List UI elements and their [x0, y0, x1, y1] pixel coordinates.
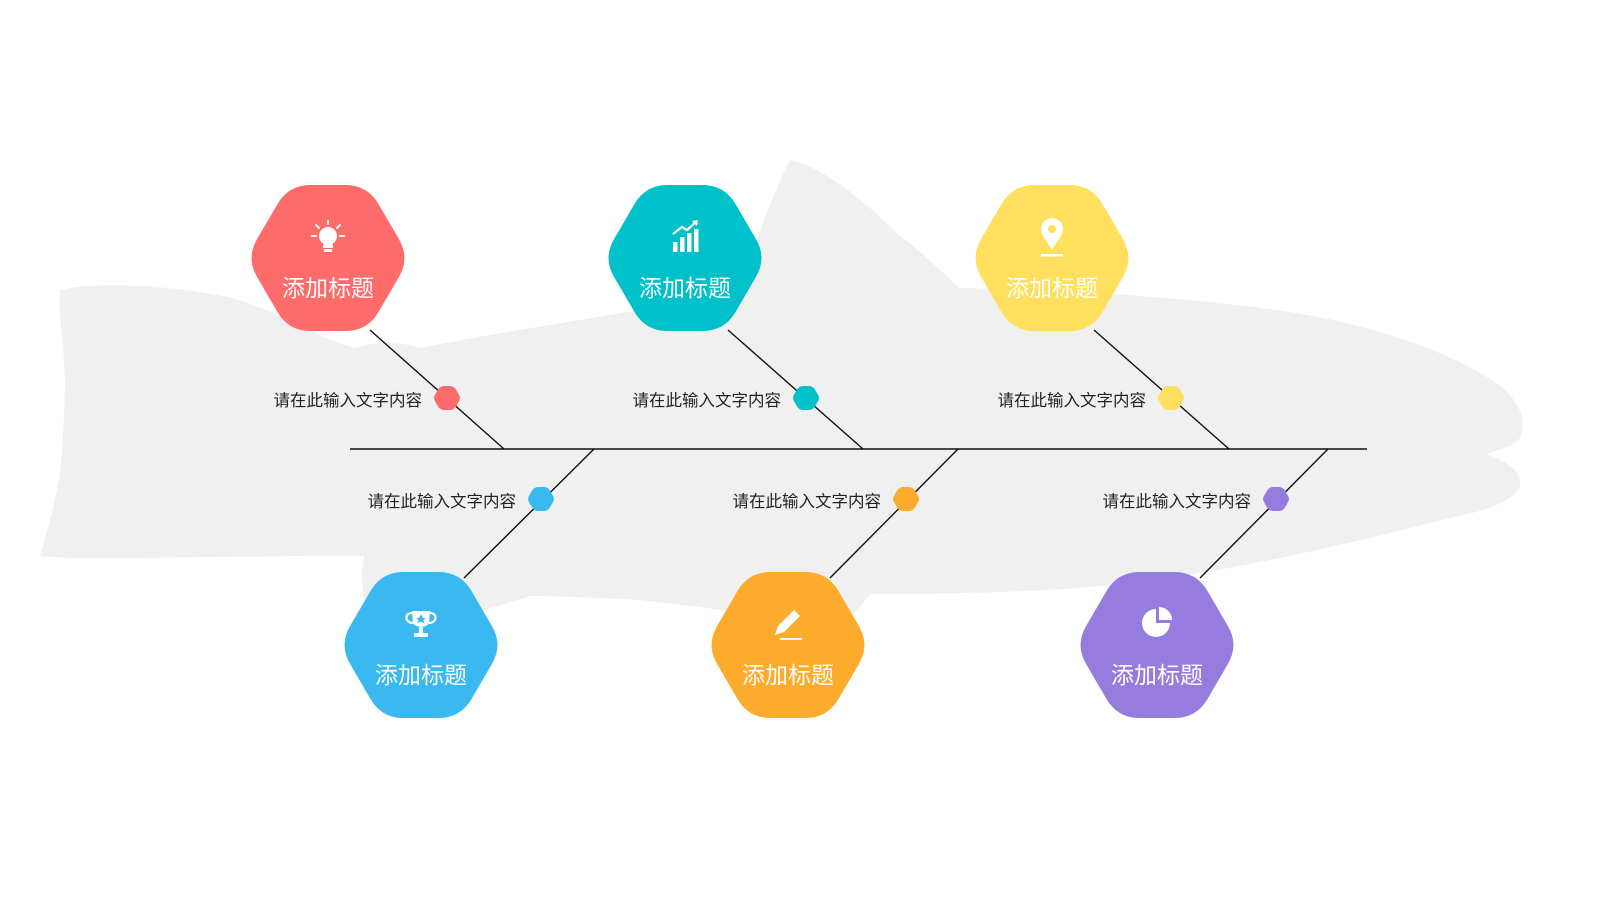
branch-marker-hexagon: [528, 487, 554, 511]
branch-text: 请在此输入文字内容: [1103, 492, 1252, 511]
connector-line-2: [727, 329, 864, 450]
branch-node-6: 添加标题 请在此输入文字内容: [1080, 487, 1289, 718]
branch-marker-hexagon: [1263, 487, 1289, 511]
connector-line-5: [829, 448, 959, 579]
branch-text: 请在此输入文字内容: [368, 492, 517, 511]
hexagon-title-card: [1080, 572, 1234, 718]
branch-title: 添加标题: [1006, 276, 1098, 302]
branch-text: 请在此输入文字内容: [274, 391, 423, 410]
hexagon-title-card: [975, 185, 1129, 331]
branch-text: 请在此输入文字内容: [998, 391, 1147, 410]
fish-silhouette: [40, 160, 1523, 632]
trophy-icon: [405, 611, 437, 637]
pencil-icon: [775, 610, 802, 640]
connector-line-3: [1093, 329, 1230, 450]
connector-line-4: [463, 448, 595, 579]
branch-node-4: 添加标题 请在此输入文字内容: [344, 487, 554, 718]
hexagon-title-card: [711, 572, 865, 718]
branch-title: 添加标题: [742, 663, 834, 689]
hexagon-title-card: [251, 185, 405, 331]
branch-text: 请在此输入文字内容: [633, 391, 782, 410]
connector-line-1: [369, 329, 505, 450]
branch-text: 请在此输入文字内容: [733, 492, 882, 511]
branch-title: 添加标题: [282, 276, 374, 302]
hexagon-title-card: [608, 185, 762, 331]
branch-marker-hexagon: [893, 487, 919, 511]
branch-title: 添加标题: [1111, 663, 1203, 689]
branch-title: 添加标题: [375, 663, 467, 689]
branch-marker-hexagon: [793, 386, 819, 410]
lightbulb-icon: [311, 220, 345, 252]
bar-chart-icon: [672, 220, 699, 252]
hexagon-title-card: [344, 572, 498, 718]
branch-marker-hexagon: [1158, 386, 1184, 410]
pie-chart-icon: [1142, 607, 1172, 637]
branch-node-5: 添加标题 请在此输入文字内容: [711, 487, 919, 718]
location-pin-icon: [1041, 218, 1063, 257]
branch-marker-hexagon: [434, 386, 460, 410]
connector-line-6: [1199, 448, 1329, 579]
branch-title: 添加标题: [639, 276, 731, 302]
